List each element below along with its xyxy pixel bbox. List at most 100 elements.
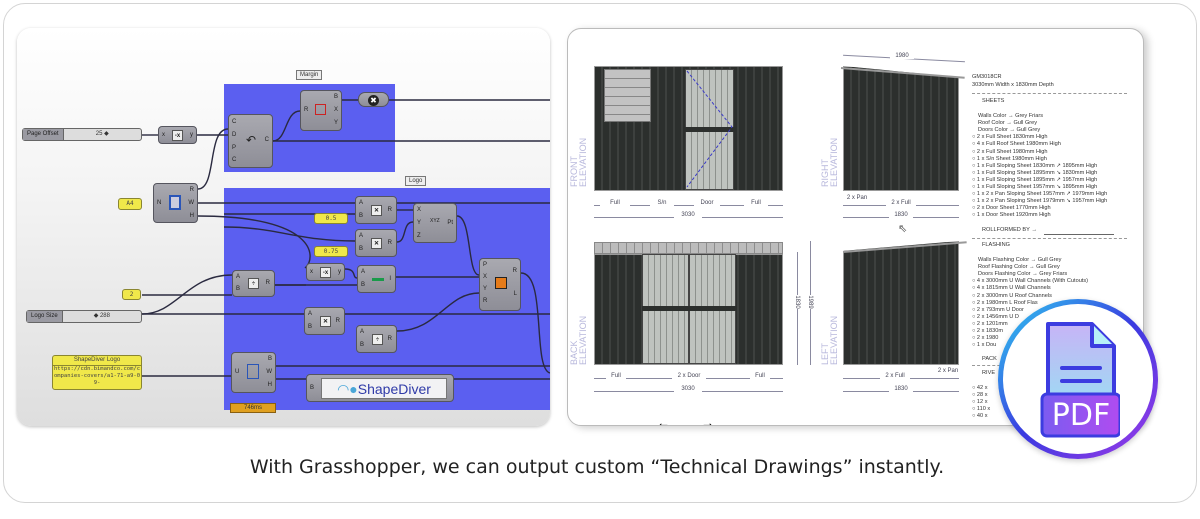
panel-2[interactable]: 2 — [122, 289, 141, 300]
dim-label: Full — [600, 200, 630, 206]
mouse-cursor-icon: ⇖ — [898, 223, 908, 235]
explode-node[interactable]: ✖ — [358, 92, 389, 107]
xyz-icon: XYZ — [430, 218, 440, 224]
bom-item: ○ 2 x 1980mm L Roof Flas — [972, 299, 1038, 306]
front-window — [604, 69, 651, 122]
group-label-margin: Margin — [296, 70, 323, 80]
multiply-icon: ✕ — [320, 316, 331, 327]
offset-curve-icon: ↶ — [246, 133, 257, 147]
dim-label: 2 x Full — [886, 200, 916, 206]
dim-total: 3030 — [674, 212, 702, 218]
pdf-badge: PDF — [998, 299, 1158, 459]
bom-item: Doors Flashing Color → Grey Friars — [978, 271, 1068, 278]
slider-label: Logo Size — [27, 311, 63, 322]
bom-item: ○ 2 x 3000mm U Roof Channels — [972, 292, 1052, 299]
dim-label: 2 x Pan — [844, 195, 870, 201]
bom-item: ○ 2 x 1980 — [972, 335, 999, 342]
explode-icon: ✖ — [368, 95, 379, 106]
bom-item: ○ 2 x Full Sheet 1980mm High — [972, 148, 1048, 155]
bom-item: ○ 1 x Full Sloping Sheet 1895mm ↗ 1957mm… — [972, 176, 1098, 183]
bom-item: Roof Color → Gull Grey — [978, 120, 1038, 127]
bom-item: ○ 1 x Full Sloping Sheet 1895mm ↘ 1830mm… — [972, 169, 1098, 176]
dim-total: 3030 — [674, 386, 702, 392]
panel-0-75[interactable]: 0.75 — [314, 246, 348, 257]
bom-item: ○ 4 x 3000mm U Wall Channels (With Cutou… — [972, 278, 1089, 285]
door-swing-lines — [686, 70, 733, 188]
slider-label: Page Offset — [23, 129, 64, 140]
bom-size: 3030mm Width x 1830mm Depth — [972, 82, 1054, 88]
slider-value[interactable]: ◆ 288 — [93, 313, 110, 319]
bom-item: Roof Flashing Color → Gull Grey — [978, 264, 1060, 271]
bom-item: ○ 4 x 1815mm U Wall Channels — [972, 285, 1051, 292]
bom-item: ○ 2 x 793mm U Door — [972, 306, 1024, 313]
bom-item: ○ 2 x 1830m — [972, 328, 1004, 334]
panel-title: ShapeDiver Logo — [53, 356, 141, 366]
arrow-left-icon: ⬅ — [658, 419, 669, 426]
bom-item: ○ 1 x Dou — [972, 342, 997, 349]
panel-0-5[interactable]: 0.5 — [314, 213, 348, 224]
section-title: PACK — [982, 356, 997, 362]
panel-a4[interactable]: A4 — [118, 198, 142, 210]
caption: With Grasshopper, we can output custom “… — [249, 456, 945, 478]
dim-height: 1989 — [807, 295, 813, 309]
bom-item: ○ 1 x 2 x Pan Sloping Sheet 1957mm ↗ 197… — [972, 191, 1108, 198]
bom-item: Doors Color → Gull Grey — [978, 127, 1041, 134]
bom-item: ○ 1 x S/n Sheet 1980mm High — [972, 155, 1047, 162]
page-icon — [169, 195, 181, 210]
division-icon: ÷ — [248, 278, 259, 289]
bom-item: ○ 2 x 1456mm U D — [972, 313, 1019, 320]
bom-item: Walls Color → Grey Friars — [978, 113, 1044, 119]
dim-label: Full — [744, 200, 768, 206]
image-file-icon — [247, 364, 259, 379]
dim-label: 2 x Pan — [936, 368, 960, 374]
rectangle-icon — [315, 104, 326, 115]
bom-item: ○ 2 x Full Sheet 1830mm High — [972, 134, 1048, 141]
arrow-right-icon: ➡ — [703, 419, 714, 426]
panel-url: https://cdn.bimandco.com/companies-cover… — [53, 366, 141, 386]
shapediver-logo: ◠●ShapeDiver — [321, 378, 447, 399]
door-rail — [685, 127, 734, 132]
bom-item: ○ 42 x — [972, 385, 988, 391]
bom-item: ○ 110 x — [972, 406, 991, 413]
multiply-icon: ✕ — [371, 238, 382, 249]
bom-item: ○ 2 x Door Sheet 1770mm High — [972, 205, 1051, 212]
right-elevation-wall — [843, 66, 959, 191]
multiply-icon: ✕ — [371, 205, 382, 216]
dim-total: 1830 — [889, 212, 913, 218]
bom-item: ○ 4 x Full Roof Sheet 1980mm High — [972, 141, 1061, 148]
signature-line — [1044, 234, 1114, 235]
negative-icon: -x — [172, 130, 183, 141]
divider — [972, 238, 1127, 239]
divider — [972, 93, 1127, 94]
logo-size-slider[interactable]: Logo Size ◆ 288 — [26, 310, 142, 323]
pdf-file-icon — [1040, 322, 1120, 438]
timing-badge: 746ms — [230, 403, 276, 413]
page-offset-slider[interactable]: Page Offset 25 ◆ — [22, 128, 142, 141]
rollformed-label: ROLLFORMED BY → — [982, 227, 1037, 233]
group-label-logo: Logo — [405, 176, 427, 186]
slider-value[interactable]: 25 ◆ — [95, 131, 109, 137]
dim-height: 1830 — [794, 295, 800, 309]
logo-text: ShapeDiver — [357, 381, 431, 397]
bom-item: ○ 1 x Full Sloping Sheet 1957mm ↘ 1895mm… — [972, 184, 1098, 190]
image-display-node[interactable]: B◠●ShapeDiver — [306, 374, 454, 402]
